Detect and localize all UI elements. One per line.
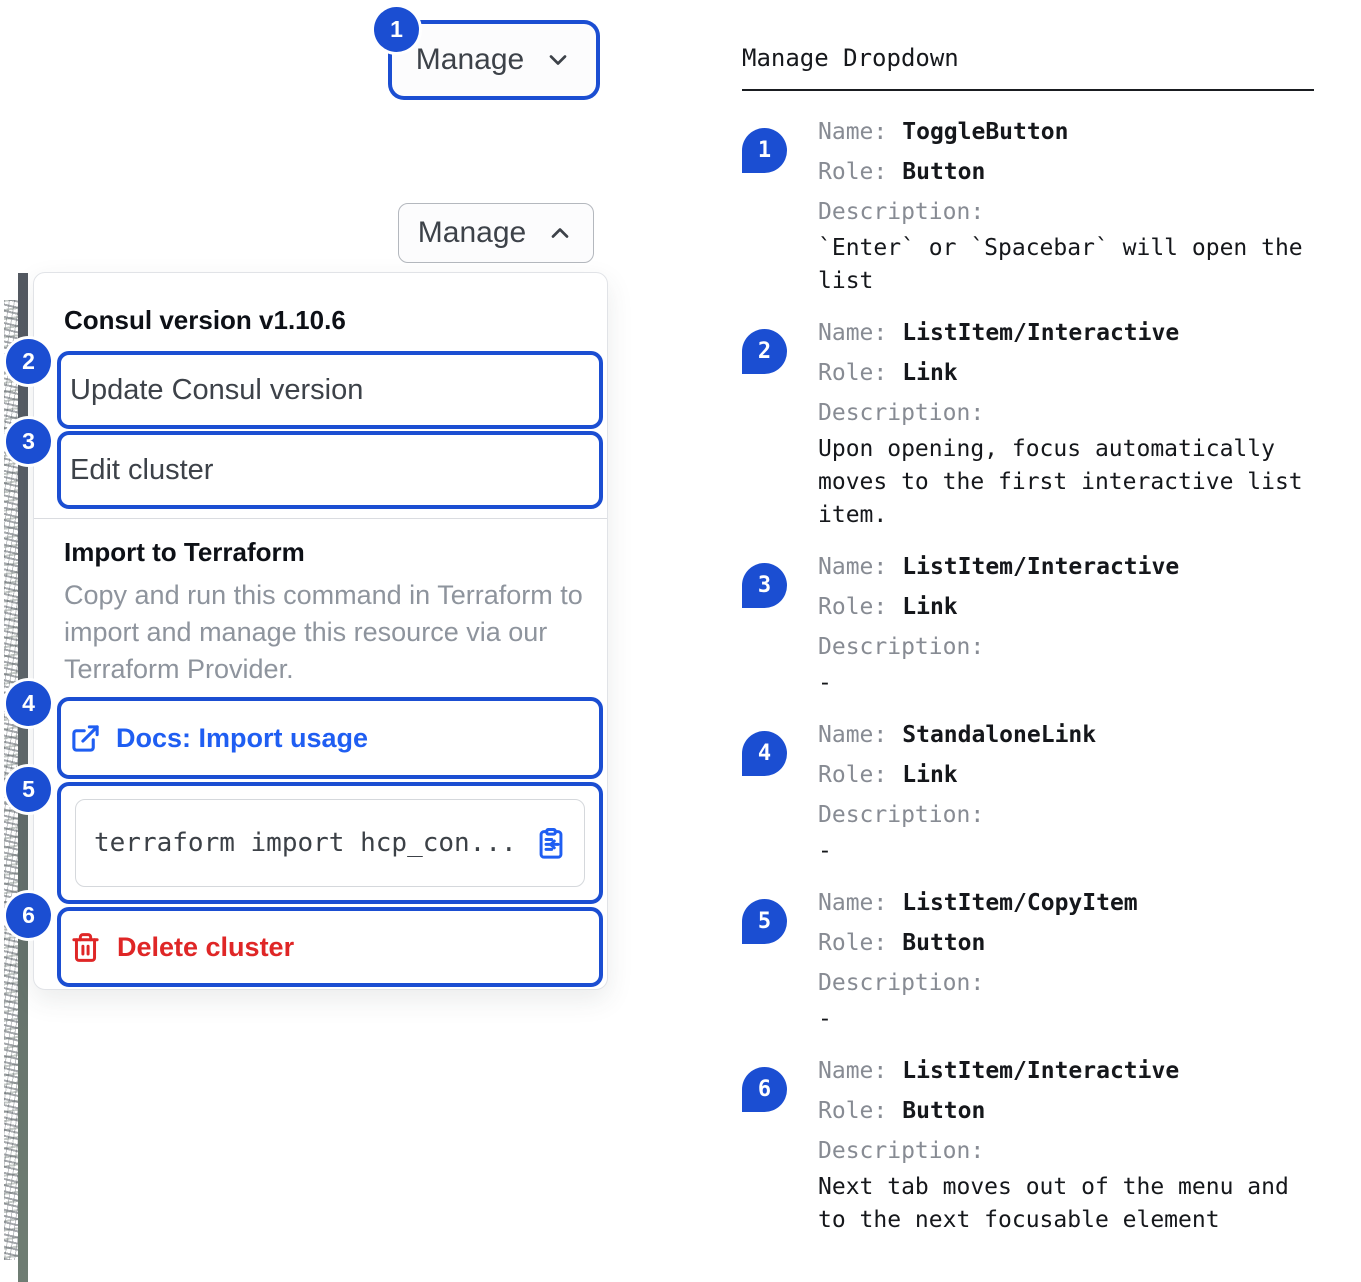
delete-cluster-label: Delete cluster <box>117 931 295 962</box>
menu-item-label: Edit cluster <box>70 453 214 486</box>
spec-item-6: 6 Name:ListItem/Interactive Role:Button … <box>742 1051 1342 1237</box>
manage-button-label: Manage <box>417 216 527 249</box>
name-label: Name: <box>818 320 888 346</box>
import-section-description: Copy and run this command in Terraform t… <box>64 580 583 684</box>
docs-import-usage-link[interactable]: Docs: Import usage <box>57 697 603 779</box>
docs-link-label: Docs: Import usage <box>116 722 369 753</box>
role-label: Role: <box>818 762 888 788</box>
spec-item-3: 3 Name: ListItem/Interactive Role: Link De… <box>742 547 1342 700</box>
component-name: ListItem/Interactive <box>902 320 1180 346</box>
component-name: StandaloneLink <box>902 722 1097 748</box>
spec-item-5: 5 Name: ListItem/CopyItem Role: Button Des… <box>742 883 1342 1036</box>
component-role: Button <box>902 159 986 185</box>
spec-item-2: 2 Name: ListItem/Interactive Role: Link De… <box>742 313 1342 532</box>
spec-item-list: 1 Name: ToggleButton Role: Button Descript… <box>742 112 1342 1252</box>
component-role: Link <box>902 762 958 788</box>
component-description: Upon opening, focus automatically moves … <box>818 436 1303 528</box>
import-section-title: Import to Terraform <box>64 537 305 567</box>
spec-title-rule <box>742 89 1314 91</box>
spec-item-1: 1 Name: ToggleButton Role: Button Descript… <box>742 112 1342 298</box>
name-label: Name: <box>818 119 888 145</box>
component-description: Next tab moves out of the menu and to th… <box>818 1174 1289 1233</box>
name-label: Name: <box>818 1058 888 1084</box>
annotation-badge-2: 2 <box>6 339 51 384</box>
spec-badge-4: 4 <box>742 731 787 776</box>
terraform-command-field[interactable]: terraform import hcp_con... <box>75 799 585 887</box>
spec-badge-2: 2 <box>742 329 787 374</box>
annotation-badge-1: 1 <box>374 7 419 52</box>
spec-badge-5: 5 <box>742 899 787 944</box>
spec-badge-6: 6 <box>742 1067 787 1112</box>
component-description: - <box>818 838 832 864</box>
menu-item-edit-cluster[interactable]: Edit cluster <box>57 431 603 509</box>
description-label: Description: <box>818 1138 985 1164</box>
chevron-up-icon <box>551 228 569 238</box>
menu-item-update-consul-version[interactable]: Update Consul version <box>57 351 603 429</box>
description-label: Description: <box>818 634 985 660</box>
component-description: - <box>818 670 832 696</box>
chevron-down-icon <box>549 55 567 65</box>
spec-badge-3: 3 <box>742 563 787 608</box>
manage-toggle-button-collapsed[interactable]: Manage <box>392 24 596 96</box>
component-name: ListItem/Interactive <box>902 554 1180 580</box>
component-description: `Enter` or `Spacebar` will open the list <box>818 235 1303 294</box>
description-label: Description: <box>818 802 985 828</box>
name-label: Name: <box>818 890 888 916</box>
section-divider <box>34 518 607 519</box>
manage-toggle-button-expanded[interactable]: Manage <box>398 203 594 263</box>
annotation-badge-3: 3 <box>6 419 51 464</box>
component-role: Link <box>902 360 958 386</box>
component-role: Button <box>902 1098 986 1124</box>
component-name: ListItem/Interactive <box>902 1058 1180 1084</box>
manage-button-label: Manage <box>415 43 525 76</box>
role-label: Role: <box>818 1098 888 1124</box>
menu-item-delete-cluster[interactable]: Delete cluster <box>57 907 603 987</box>
annotation-badge-4: 4 <box>6 681 51 726</box>
name-label: Name: <box>818 554 888 580</box>
consul-version-header: Consul version v1.10.6 <box>64 305 346 335</box>
component-role: Link <box>902 594 958 620</box>
component-role: Button <box>902 930 986 956</box>
description-label: Description: <box>818 400 985 426</box>
component-name: ListItem/CopyItem <box>902 890 1138 916</box>
terraform-command-item: terraform import hcp_con... <box>57 782 603 904</box>
menu-item-label: Update Consul version <box>70 373 364 406</box>
name-label: Name: <box>818 722 888 748</box>
external-link-icon <box>72 724 99 752</box>
spec-panel-title: Manage Dropdown <box>742 44 959 72</box>
component-name: ToggleButton <box>902 119 1069 145</box>
component-description: - <box>818 1006 832 1032</box>
spec-badge-1: 1 <box>742 128 787 173</box>
terraform-command-text: terraform import hcp_con... <box>94 828 517 858</box>
role-label: Role: <box>818 159 888 185</box>
clipboard-copy-icon[interactable] <box>534 826 568 860</box>
role-label: Role: <box>818 360 888 386</box>
description-label: Description: <box>818 970 985 996</box>
role-label: Role: <box>818 594 888 620</box>
trash-icon <box>72 932 99 962</box>
manage-dropdown-panel: Consul version v1.10.6 Update Consul ver… <box>33 272 608 990</box>
role-label: Role: <box>818 930 888 956</box>
description-label: Description: <box>818 199 985 225</box>
spec-item-4: 4 Name: StandaloneLink Role: Link Descript… <box>742 715 1342 868</box>
annotation-badge-5: 5 <box>6 767 51 812</box>
annotation-badge-6: 6 <box>6 893 51 938</box>
